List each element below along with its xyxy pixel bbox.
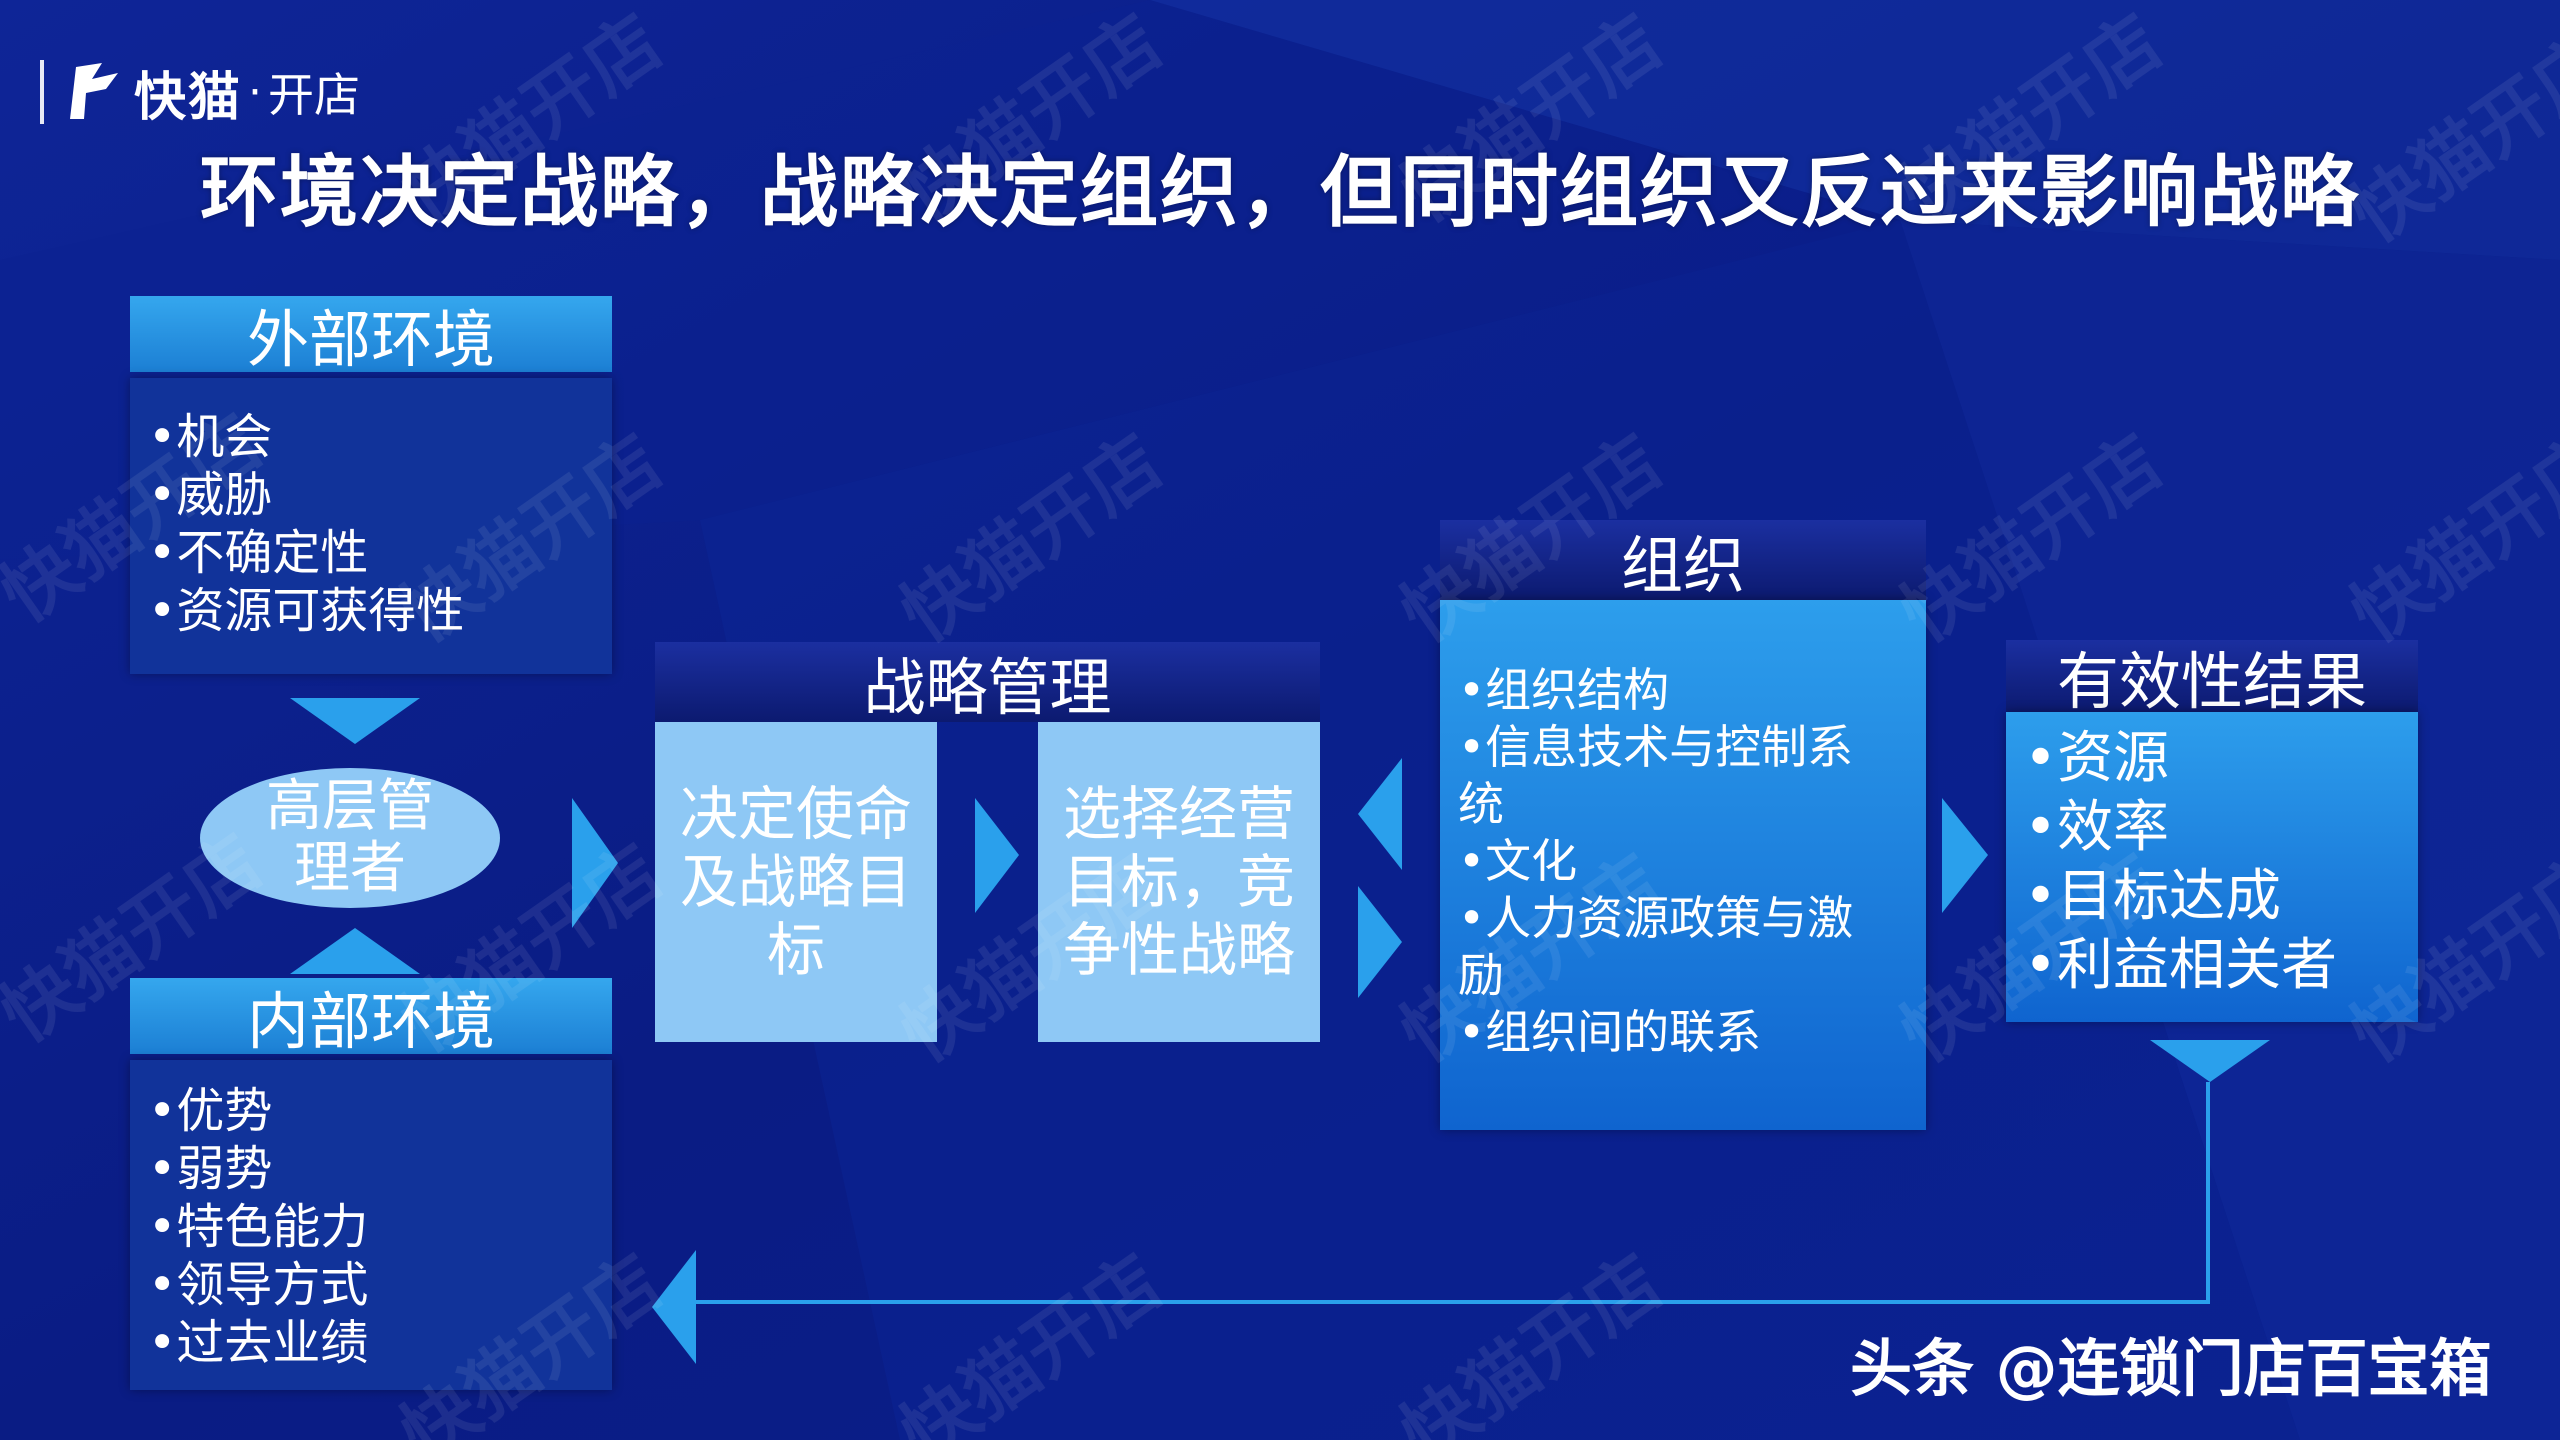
strategy-line-2: 目标，竞: [1062, 848, 1295, 916]
organization-box: •组织结构 •信息技术与控制系 统 •文化 •人力资源政策与激 励 •组织间的联…: [1440, 600, 1926, 1130]
right-arrow-icon: [1358, 886, 1402, 998]
footer-attribution: 头条 @连锁门店百宝箱: [1850, 1332, 2492, 1405]
left-arrow-icon: [1358, 758, 1402, 870]
list-item: 统: [1458, 777, 1504, 831]
feedback-line: [690, 1082, 2210, 1304]
list-item: 励: [1458, 948, 1504, 1002]
list-item: •威胁: [148, 467, 273, 523]
down-arrow-icon: [2150, 1040, 2270, 1082]
results-header: 有效性结果: [2006, 640, 2418, 718]
strategy-line-3: 争性战略: [1062, 916, 1295, 984]
external-environment-list: •机会 •威胁 •不确定性 •资源可获得性: [148, 408, 612, 640]
mission-line-3: 标: [766, 916, 825, 984]
logo-separator: ·: [248, 66, 263, 118]
mission-goals-box: 决定使命 及战略目 标: [655, 722, 937, 1042]
mission-line-1: 决定使命: [679, 780, 912, 848]
top-executives-node: 高层管 理者: [200, 768, 500, 908]
executives-line-2: 理者: [294, 836, 406, 901]
strategy-management-header: 战略管理: [655, 642, 1320, 724]
list-item: •优势: [148, 1083, 273, 1139]
list-item: •资源: [2024, 726, 2170, 791]
internal-environment-box: •优势 •弱势 •特色能力 •领导方式 •过去业绩: [130, 1060, 612, 1390]
list-item: •领导方式: [148, 1257, 369, 1313]
list-item: •利益相关者: [2024, 933, 2338, 998]
logo-sub: 开店: [268, 68, 361, 122]
internal-environment-list: •优势 •弱势 •特色能力 •领导方式 •过去业绩: [148, 1082, 612, 1372]
list-item: •效率: [2024, 795, 2170, 860]
page-title: 环境决定战略，战略决定组织，但同时组织又反过来影响战略: [199, 148, 2360, 238]
brand-logo: 快猫 · 开店: [40, 52, 360, 132]
results-box: •资源 •效率 •目标达成 •利益相关者: [2006, 712, 2418, 1022]
external-environment-header: 外部环境: [130, 296, 612, 376]
strategy-line-1: 选择经营: [1062, 780, 1295, 848]
list-item: •弱势: [148, 1141, 273, 1197]
list-item: •不确定性: [148, 525, 369, 581]
logo-name: 快猫: [134, 67, 243, 128]
right-arrow-icon: [975, 798, 1019, 913]
mission-line-2: 及战略目: [679, 848, 912, 916]
list-item: •过去业绩: [148, 1315, 369, 1371]
right-arrow-icon: [572, 798, 618, 928]
logo-divider: [40, 60, 44, 124]
list-item: •资源可获得性: [148, 583, 465, 639]
right-arrow-icon: [1942, 798, 1988, 913]
organization-header: 组织: [1440, 520, 1926, 602]
left-arrow-icon: [652, 1250, 696, 1364]
list-item: •人力资源政策与激: [1458, 891, 1854, 945]
list-item: •信息技术与控制系: [1458, 720, 1854, 774]
external-environment-box: •机会 •威胁 •不确定性 •资源可获得性: [130, 378, 612, 674]
list-item: •机会: [148, 409, 273, 465]
list-item: •组织间的联系: [1458, 1005, 1762, 1059]
up-arrow-icon: [290, 928, 420, 974]
down-arrow-icon: [290, 698, 420, 744]
cat-logo-icon: [70, 63, 118, 119]
organization-list: •组织结构 •信息技术与控制系 统 •文化 •人力资源政策与激 励 •组织间的联…: [1458, 662, 1926, 1061]
list-item: •文化: [1458, 834, 1578, 888]
list-item: •目标达成: [2024, 864, 2282, 929]
list-item: •组织结构: [1458, 663, 1670, 717]
competitive-strategy-box: 选择经营 目标，竞 争性战略: [1038, 722, 1320, 1042]
results-list: •资源 •效率 •目标达成 •利益相关者: [2024, 724, 2418, 1000]
internal-environment-header: 内部环境: [130, 978, 612, 1058]
list-item: •特色能力: [148, 1199, 369, 1255]
executives-line-1: 高层管: [266, 774, 434, 839]
